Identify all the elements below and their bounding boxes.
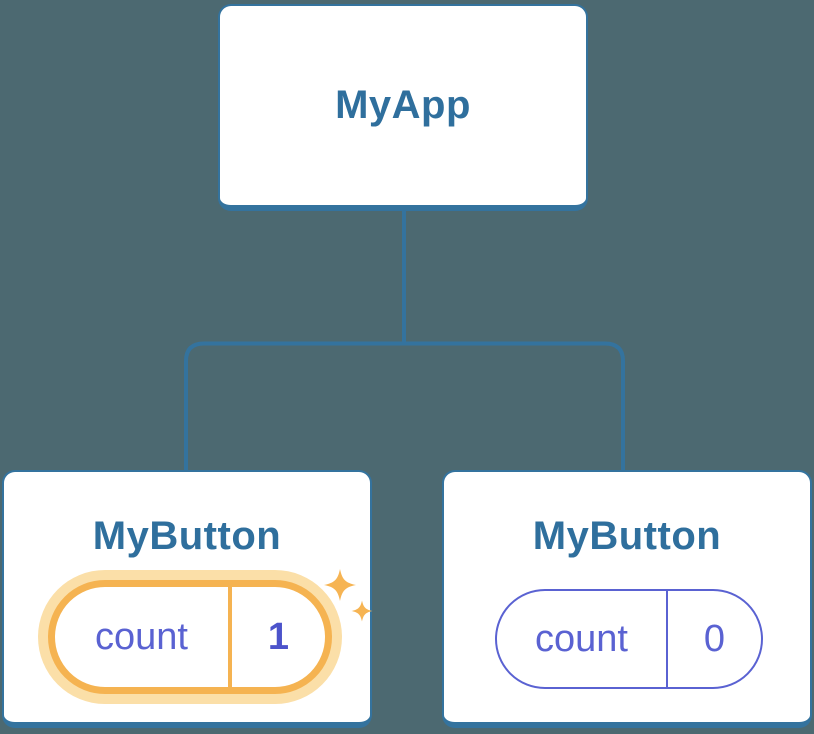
state-value: 0 [666, 591, 761, 687]
mybutton-right-label: MyButton [532, 514, 722, 558]
state-value: 1 [228, 587, 325, 687]
mybutton-node-left: MyButton count 1 [2, 470, 373, 728]
state-key-label: count [95, 615, 188, 658]
myapp-node-label: MyApp [335, 83, 471, 127]
state-badge-plain: count 0 [495, 589, 763, 689]
mybutton-node-right: MyButton count 0 [442, 470, 812, 728]
state-key-label: count [535, 617, 628, 660]
state-badge-highlighted: count 1 [48, 580, 332, 694]
mybutton-left-label: MyButton [92, 514, 282, 558]
myapp-node: MyApp [218, 4, 588, 211]
